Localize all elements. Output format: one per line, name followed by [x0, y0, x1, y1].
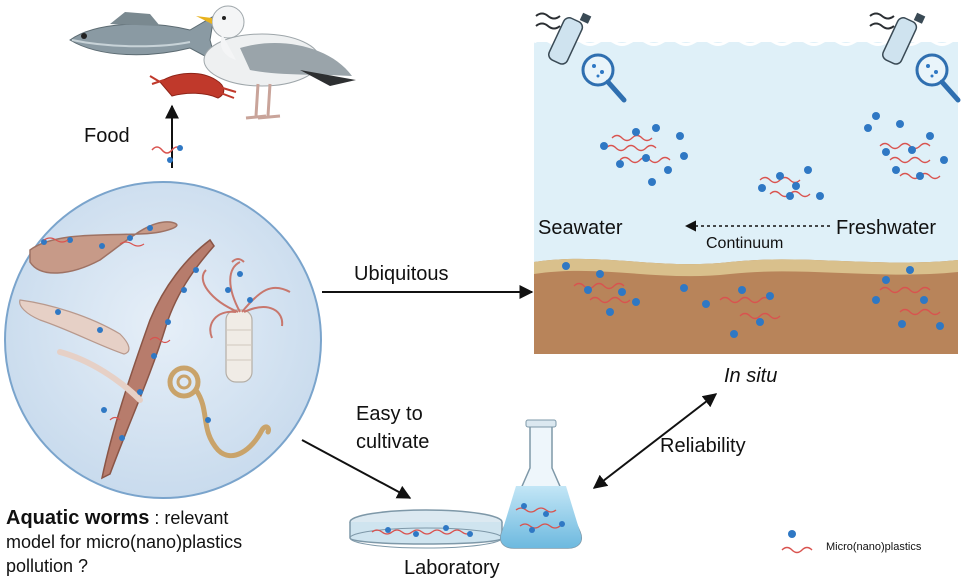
caption-bold: Aquatic worms: [6, 507, 149, 529]
fish-icon: [70, 12, 216, 62]
legend-label: Micro(nano)plastics: [826, 540, 921, 554]
in-situ-panel: [534, 40, 958, 355]
legend-symbols: [782, 530, 812, 553]
easy-label-line1: Easy to: [356, 402, 423, 426]
caption-line-2: model for micro(nano)plastics: [6, 532, 242, 552]
continuum-label: Continuum: [706, 234, 783, 254]
petri-dish-icon: [350, 510, 502, 548]
seawater-label: Seawater: [538, 216, 623, 240]
easy-label-line2: cultivate: [356, 430, 429, 454]
ubiquitous-label: Ubiquitous: [354, 262, 449, 286]
in-situ-label: In situ: [724, 364, 777, 388]
food-label: Food: [84, 124, 130, 148]
caption: Aquatic worms : relevant model for micro…: [6, 506, 306, 578]
laboratory-label: Laboratory: [404, 556, 500, 580]
freshwater-label: Freshwater: [836, 216, 936, 240]
caption-line-3: pollution ?: [6, 556, 88, 576]
caption-rest-1: : relevant: [149, 508, 228, 528]
reliability-label: Reliability: [660, 434, 746, 458]
flask-icon: [501, 420, 582, 548]
seagull-icon: [196, 6, 356, 118]
particle-worm-small: [152, 145, 183, 163]
aquatic-worms-circle: [5, 182, 321, 498]
